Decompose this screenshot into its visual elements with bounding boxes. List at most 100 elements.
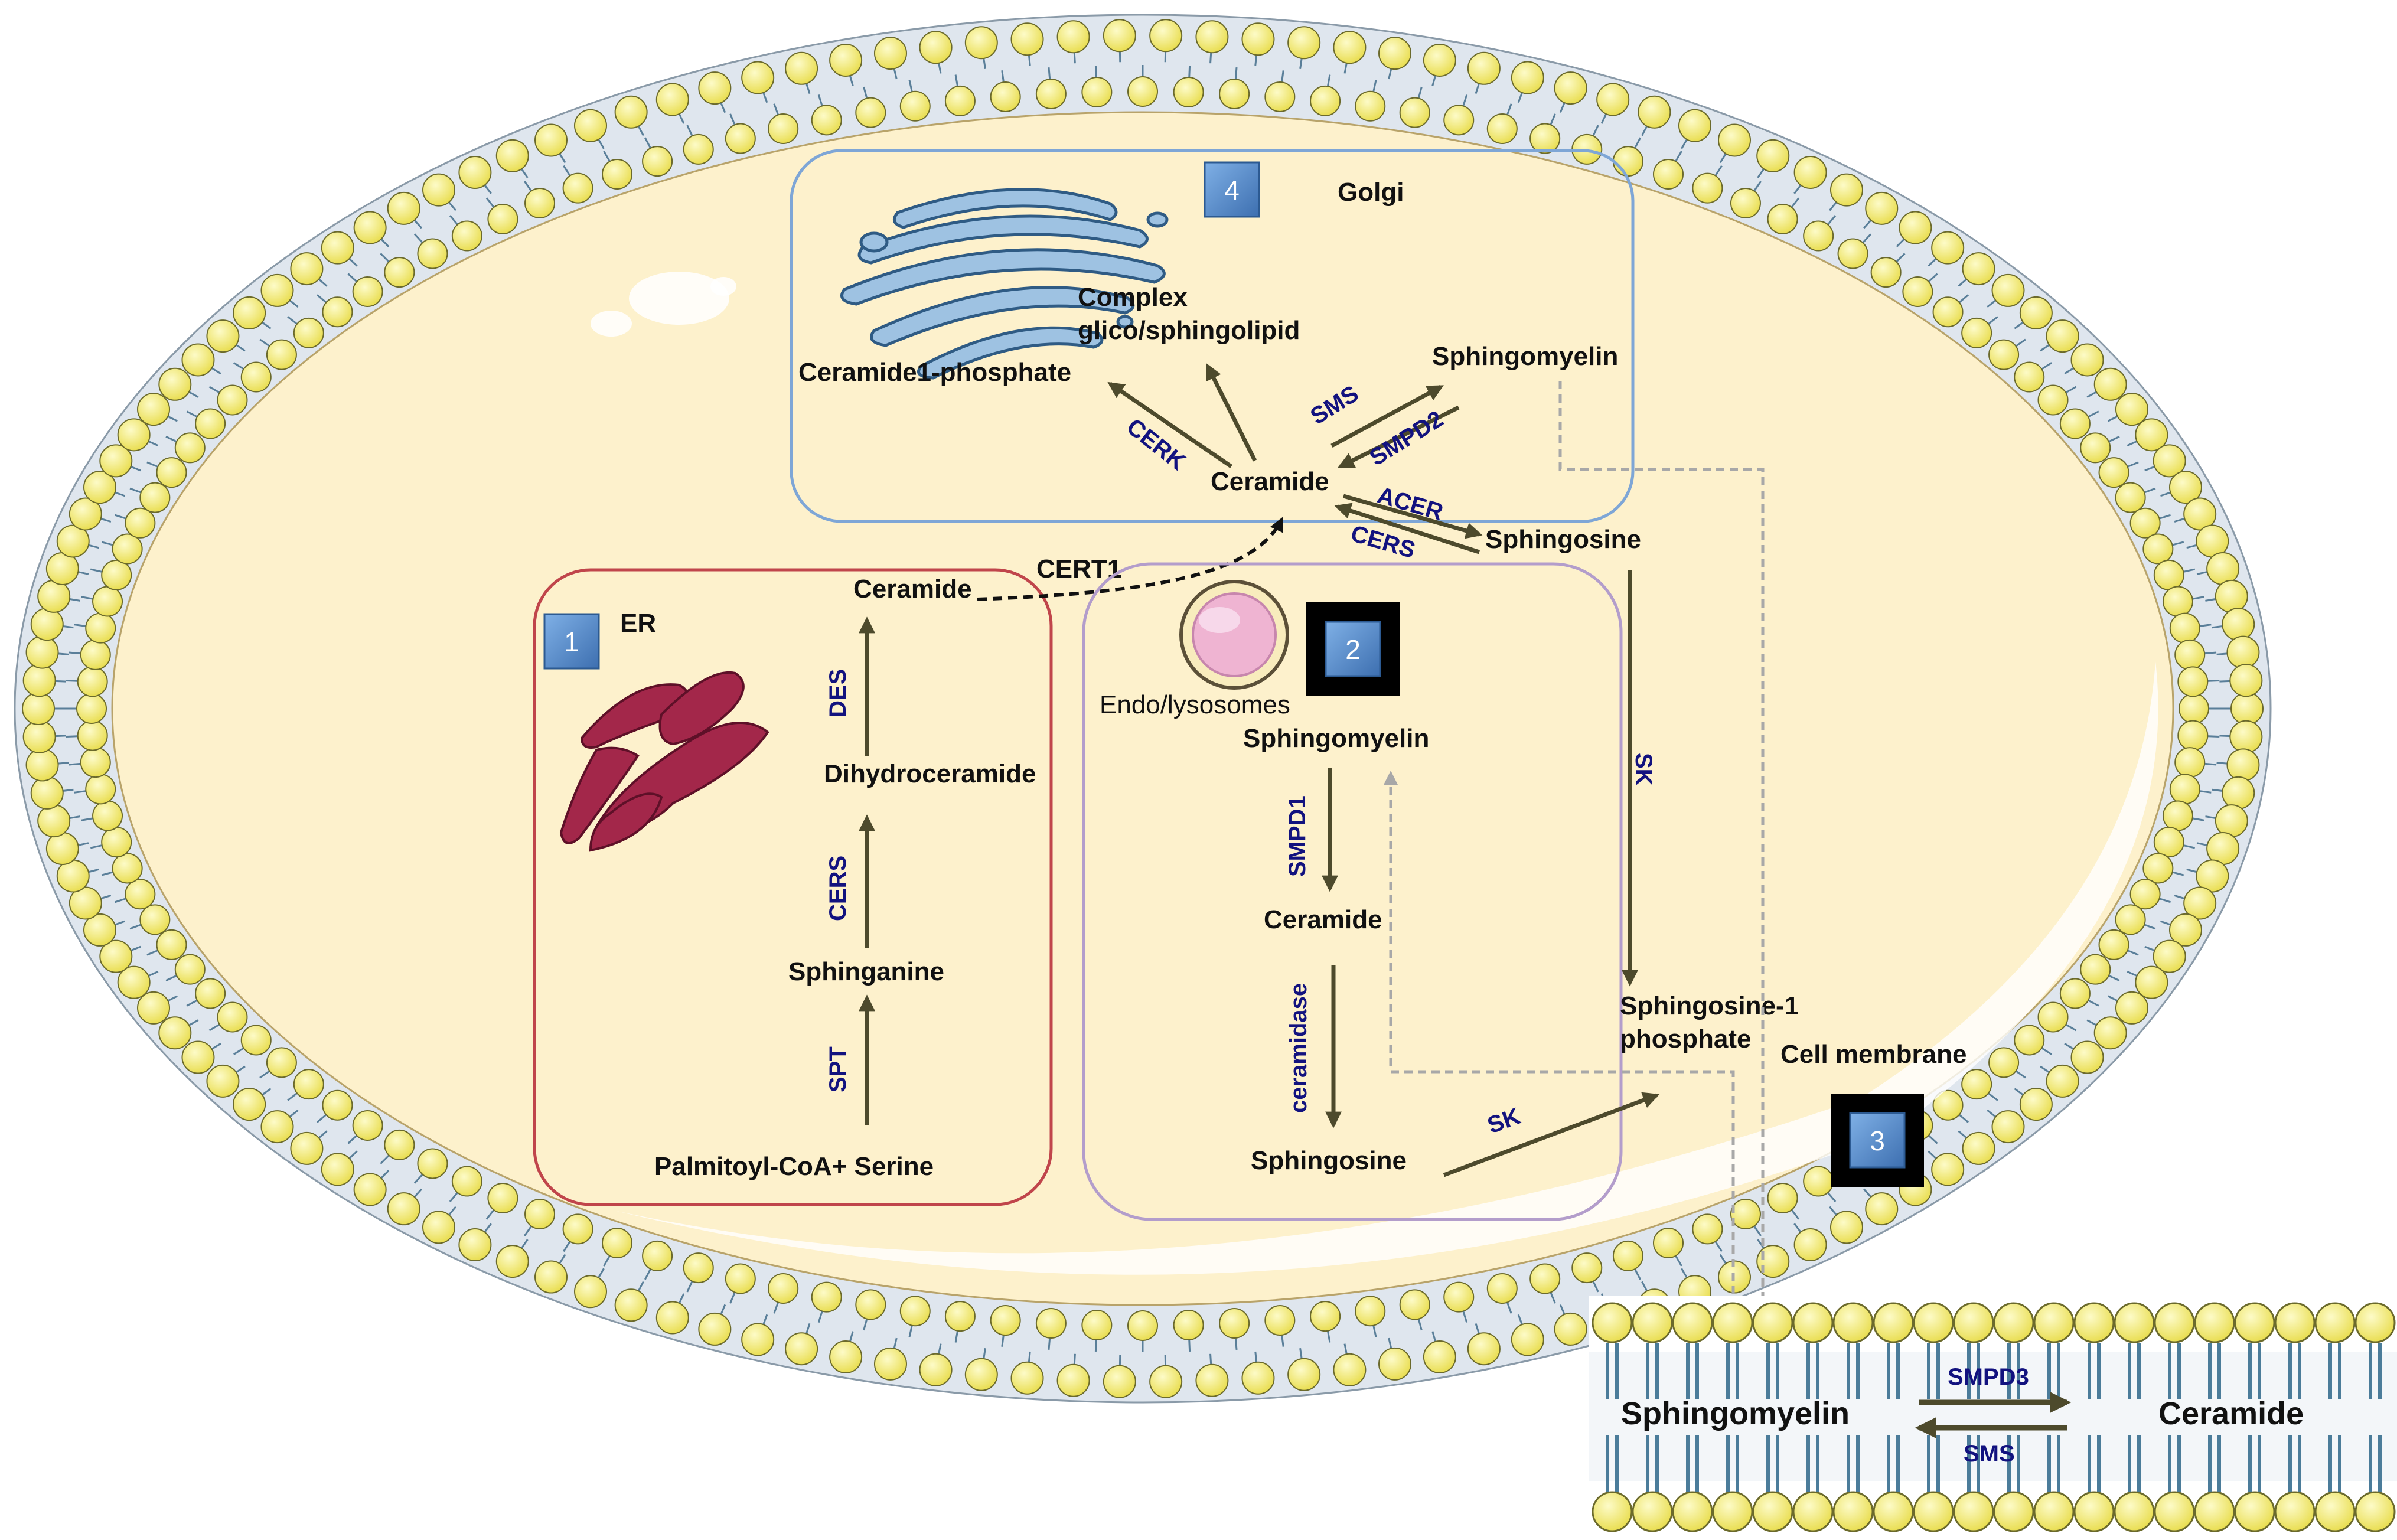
badge-4: 4 (1204, 161, 1260, 218)
lipid-head (322, 1089, 353, 1121)
highlight-dot (710, 277, 736, 296)
lipid-head (2142, 533, 2174, 565)
er-compartment: 1 ER Ceramide Dihydroceramide Sphinganin… (533, 568, 1053, 1206)
lipid-head (2153, 827, 2184, 858)
zoom-lipid-tail (1967, 1343, 1980, 1399)
lipid-head (451, 1166, 482, 1197)
sphinganine-label: Sphinganine (788, 957, 944, 986)
zoom-lipid-head (2194, 1491, 2235, 1532)
lipid-head (1829, 1211, 1863, 1244)
zoom-lipid-head (2354, 1491, 2396, 1532)
zoom-lipid-tail (1766, 1435, 1779, 1492)
lipid-head (352, 1110, 383, 1141)
lipid-head (990, 1305, 1021, 1336)
lipid-head (321, 231, 354, 265)
lipid-head (1219, 1308, 1250, 1339)
lipid-head (83, 471, 117, 504)
lipid-head (156, 457, 187, 488)
lipid-head (2080, 432, 2111, 464)
zoom-lipid-tail (1606, 1435, 1619, 1492)
arrow-ceramide-to-sphingosine (1343, 494, 1483, 539)
enzyme-sms-membrane: SMS (1964, 1441, 2015, 1467)
zoom-lipid-tail (2168, 1343, 2181, 1399)
zoom-lipid-head (2073, 1302, 2115, 1343)
lipid-head (1010, 1361, 1044, 1395)
lipid-head (495, 139, 529, 172)
golgi-ceramide-label: Ceramide (1211, 467, 1329, 496)
badge-3: 3 (1831, 1094, 1924, 1187)
lipid-head (614, 1288, 648, 1322)
er-ceramide-label: Ceramide (853, 575, 972, 603)
lipid-head (1333, 31, 1367, 64)
zoom-lipid-head (2234, 1302, 2275, 1343)
lipid-head (574, 1275, 607, 1309)
lipid-head (1554, 1312, 1587, 1346)
enzyme-des: DES (825, 669, 851, 717)
lipid-head (384, 257, 415, 288)
lipid-head (1991, 1110, 2025, 1144)
lipid-head (112, 853, 143, 884)
lipid-head (2019, 1088, 2053, 1121)
lipid-head (1127, 1310, 1158, 1341)
lipid-head (233, 1088, 266, 1121)
lipid-head (422, 173, 456, 207)
lipid-head (2115, 482, 2146, 513)
lipid-head (683, 1252, 714, 1284)
lipid-head (2142, 853, 2174, 884)
zoom-lipid-head (1632, 1302, 1673, 1343)
lipid-head (1692, 1213, 1723, 1245)
lipid-head (899, 90, 931, 122)
lipid-head (1730, 187, 1761, 218)
lipid-head (1653, 159, 1684, 190)
zoom-lipid-tail (2047, 1435, 2060, 1492)
er-label: ER (620, 609, 656, 638)
er-organelle-icon (559, 671, 769, 852)
lipid-head (2168, 471, 2202, 504)
lipid-head (944, 1301, 976, 1332)
zoom-lipid-tail (2248, 1343, 2261, 1399)
zoom-lipid-head (2033, 1302, 2075, 1343)
lipid-head (240, 1025, 272, 1056)
lipid-head (574, 109, 607, 142)
lipid-head (125, 879, 156, 910)
lipid-head (1803, 220, 1834, 252)
golgi-to-membrane-transport (1558, 381, 1770, 1379)
lipid-head (25, 635, 59, 669)
lipid-head (1010, 22, 1044, 56)
lipid-head (174, 432, 206, 464)
lipid-head (1571, 1252, 1603, 1284)
golgi-sphingosine-label: Sphingosine (1485, 525, 1641, 554)
lipid-head (1310, 1301, 1341, 1332)
zoom-lipid-tail (1806, 1435, 1819, 1492)
lipid-head (1103, 19, 1136, 53)
highlight-blob (629, 272, 729, 325)
lipid-head (2037, 1001, 2069, 1033)
zoom-lipid-tail (2088, 1343, 2101, 1399)
lipid-head (1988, 1047, 2020, 1078)
lipid-head (1056, 20, 1090, 54)
lipid-head (2115, 393, 2148, 426)
lipid-head (22, 720, 56, 753)
lipid-head (1767, 203, 1798, 234)
endo-lysosomes-label: Endo/lysosomes (1100, 690, 1290, 719)
lipid-head (2153, 939, 2186, 973)
lipid-head (725, 1263, 756, 1294)
lipid-head (2183, 886, 2217, 920)
lipid-head (290, 252, 324, 286)
zoom-lipid-tail (2047, 1343, 2060, 1399)
lipid-heads (22, 19, 2264, 1398)
membrane-ceramide-label: Ceramide (2158, 1396, 2304, 1431)
lipid-head (2115, 991, 2148, 1025)
membrane-to-endo-transport (1383, 771, 1735, 1376)
lipid-head (321, 1153, 354, 1186)
lipid-head (1241, 22, 1275, 56)
zoom-lipid-head (1993, 1302, 2034, 1343)
lipid-head (2196, 859, 2229, 893)
lipid-head (1638, 95, 1671, 129)
lipid-head (1264, 81, 1296, 112)
zoom-lipid-head (2194, 1302, 2235, 1343)
lipid-head (322, 296, 353, 328)
lipid-head (293, 1069, 324, 1100)
lipid-head (217, 384, 248, 416)
zoom-lipid-tail (2128, 1435, 2141, 1492)
